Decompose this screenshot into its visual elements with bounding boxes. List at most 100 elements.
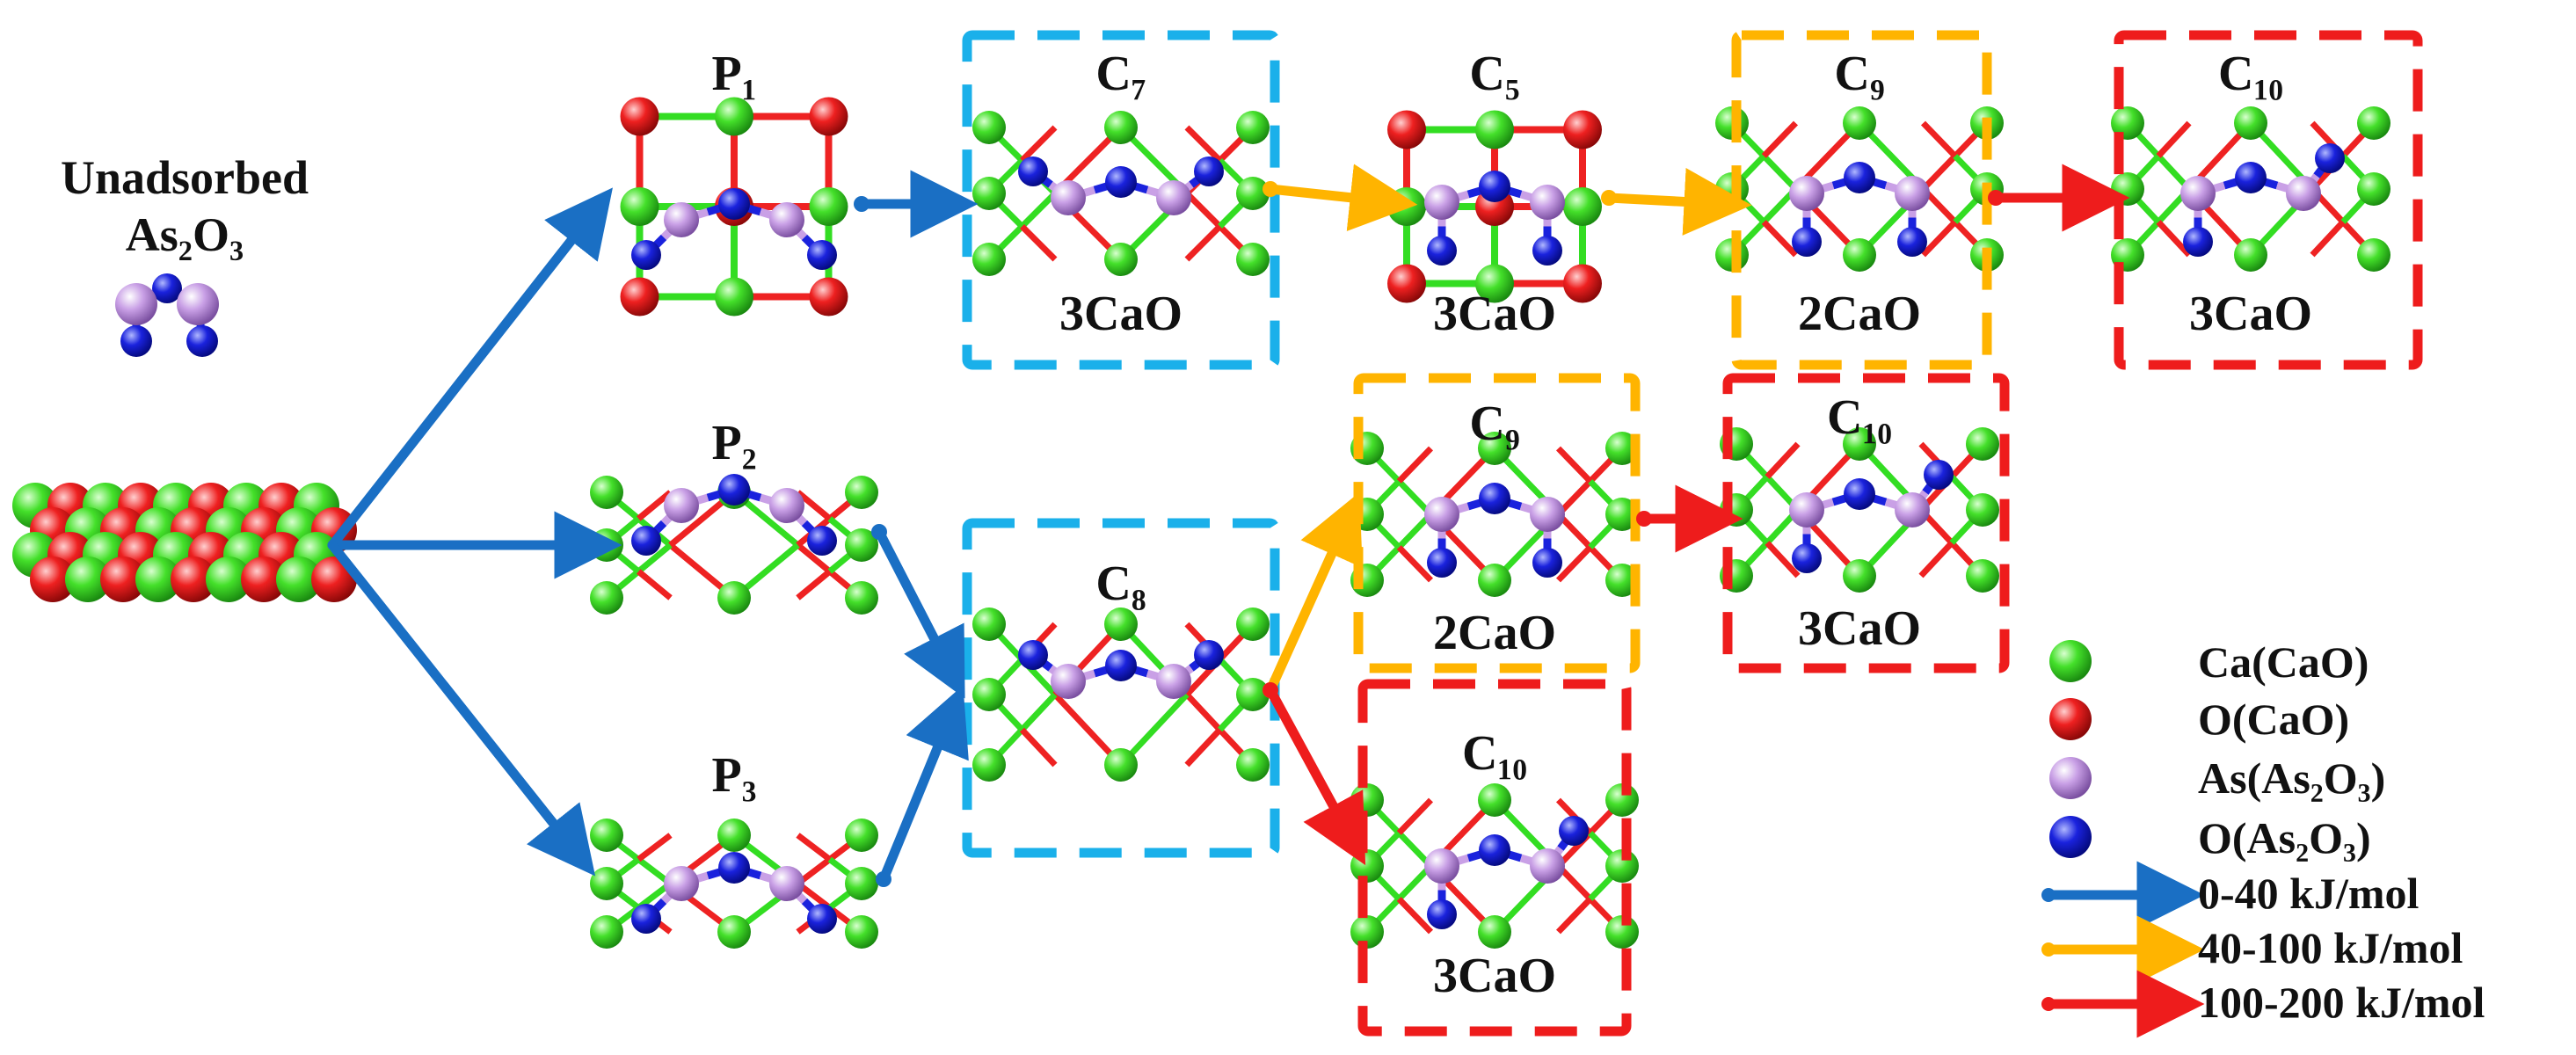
atom	[1563, 110, 1602, 149]
atom	[1478, 432, 1511, 465]
atom	[2049, 640, 2092, 682]
bond	[1555, 446, 1593, 484]
atom	[590, 476, 623, 509]
atom	[2183, 227, 2213, 257]
atom	[972, 748, 1006, 782]
atom	[1387, 110, 1426, 149]
atom	[1563, 187, 1602, 226]
atom	[1792, 543, 1822, 573]
atom	[65, 557, 111, 602]
arrow-slab-to-p3	[327, 540, 596, 877]
bond	[1396, 446, 1434, 484]
atom	[2234, 238, 2267, 272]
atom	[972, 608, 1006, 641]
node-label-c9a: C₉	[1834, 47, 1884, 101]
atom	[1843, 106, 1876, 140]
atom	[1156, 180, 1191, 215]
atom	[972, 243, 1006, 276]
atom	[2234, 106, 2267, 140]
bond	[637, 490, 673, 521]
atom	[152, 273, 182, 303]
atom	[715, 97, 753, 136]
atom	[1424, 497, 1459, 532]
pathway-arrows	[327, 164, 2130, 887]
frame-c7	[962, 30, 1280, 370]
bond	[1396, 897, 1434, 935]
atom	[1194, 156, 1224, 186]
bond	[1396, 797, 1434, 835]
atom	[1478, 564, 1511, 597]
atom	[1051, 180, 1086, 215]
bond	[637, 569, 673, 600]
atom	[2357, 238, 2390, 272]
structure-c9b	[1350, 432, 1639, 597]
atom	[1018, 640, 1048, 670]
node-label-p1: P₁	[712, 47, 757, 101]
node-label-c10a: C₁₀	[2218, 47, 2283, 101]
atom	[1844, 162, 1875, 193]
atom	[590, 915, 623, 949]
bond	[1184, 224, 1222, 262]
atom	[845, 819, 878, 852]
bond	[1555, 897, 1593, 935]
atom	[620, 97, 659, 136]
node-caption-c9b: 2CaO	[1433, 606, 1556, 660]
bond	[637, 833, 673, 862]
atom	[664, 866, 699, 901]
atom	[1479, 483, 1510, 514]
atom	[1966, 493, 1999, 527]
bond	[2156, 120, 2192, 158]
node-caption-c5: 3CaO	[1433, 287, 1556, 341]
atom	[1236, 243, 1270, 276]
node-label-c9b: C₉	[1469, 397, 1519, 451]
atom	[972, 678, 1006, 711]
atom	[177, 283, 219, 325]
arrow-c8-to-c10c	[1265, 685, 1366, 866]
atom	[1532, 548, 1562, 578]
bond	[1761, 120, 1799, 158]
atom	[1236, 748, 1270, 782]
legend-o-cao-label: O(CaO)	[2198, 695, 2349, 744]
atom	[1895, 492, 1930, 528]
bond	[1765, 441, 1801, 479]
atom	[1105, 166, 1137, 198]
atom	[590, 581, 623, 615]
node-label-p2: P₂	[712, 416, 757, 470]
structure-p1	[620, 97, 848, 316]
atom	[1104, 748, 1138, 782]
atom	[1424, 185, 1459, 220]
atom	[1966, 427, 1999, 461]
atom	[2235, 162, 2267, 193]
atom	[1563, 264, 1602, 303]
atom	[1236, 177, 1270, 210]
atom	[769, 866, 804, 901]
atom	[664, 488, 699, 523]
atom	[1236, 678, 1270, 711]
atom	[718, 852, 750, 884]
bond	[1761, 220, 1799, 258]
legend-energy-mid-label: 40-100 kJ/mol	[2198, 923, 2463, 972]
atom	[2357, 172, 2390, 206]
atom	[1051, 664, 1086, 699]
frame-c10c	[1357, 679, 1632, 1037]
atom	[1387, 264, 1426, 303]
structure-c10c	[1350, 783, 1639, 949]
bond	[1020, 224, 1058, 262]
structure-p2	[590, 474, 878, 615]
atom	[1789, 492, 1824, 528]
atom	[845, 476, 878, 509]
atom	[30, 557, 76, 602]
bond	[1020, 125, 1058, 163]
bond	[2310, 220, 2346, 258]
atom	[664, 202, 699, 237]
arrow-c5-to-c9a	[1604, 167, 1752, 236]
atom	[631, 240, 661, 270]
atom	[1478, 783, 1511, 817]
atom	[807, 526, 837, 556]
atom	[590, 819, 623, 852]
atom	[1530, 185, 1565, 220]
atom	[206, 557, 251, 602]
bond	[796, 833, 832, 862]
structure-c5	[1387, 110, 1602, 303]
